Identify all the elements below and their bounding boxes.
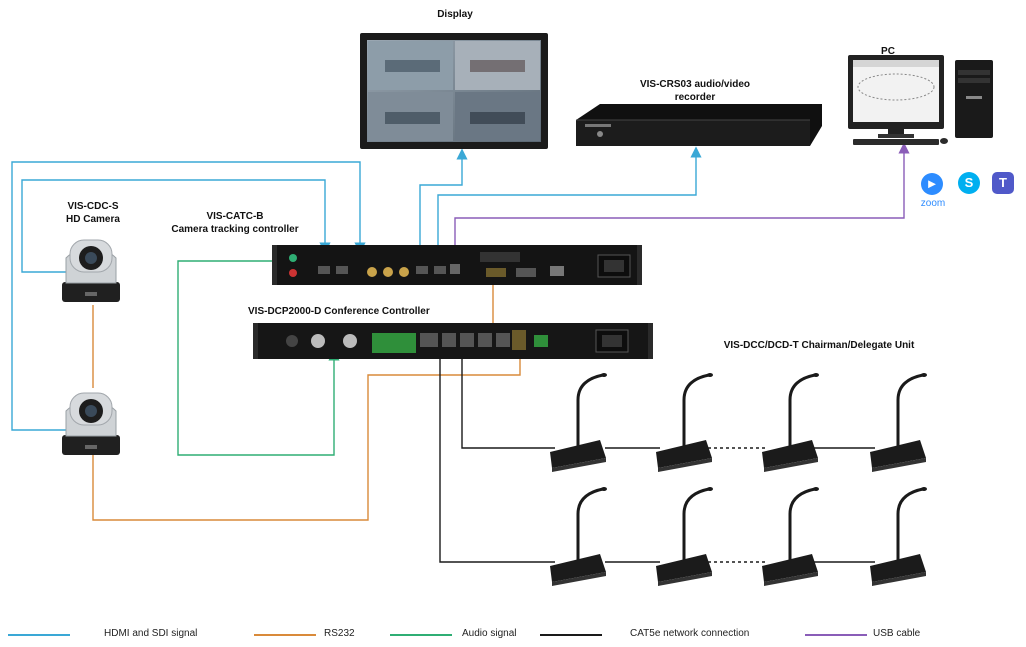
recorder-label-line2: recorder	[674, 92, 716, 103]
legend-swatch-hdmi	[8, 634, 70, 636]
camera-label-line1: VIS-CDC-S	[67, 201, 119, 212]
conference-controller-device	[253, 323, 653, 359]
zoom-text: zoom	[920, 198, 946, 209]
delegate-unit	[762, 373, 819, 472]
legend-swatch-audio	[390, 634, 452, 636]
audio-lines	[177, 260, 340, 456]
legend-label-rs232: RS232	[324, 628, 355, 639]
display-monitor	[360, 33, 548, 149]
delegate-unit	[550, 487, 607, 586]
delegate-unit	[656, 487, 713, 586]
teams-icon: T	[992, 172, 1014, 194]
legend-label-hdmi: HDMI and SDI signal	[104, 628, 198, 639]
delegate-unit	[870, 487, 927, 586]
delegate-unit	[550, 373, 607, 472]
legend-label-usb: USB cable	[873, 628, 921, 639]
units-label: VIS-DCC/DCD-T Chairman/Delegate Unit	[723, 340, 915, 351]
pc-label: PC	[881, 46, 895, 57]
ptz-camera-top	[62, 239, 120, 302]
legend-swatch-cat5e	[540, 634, 602, 636]
recorder-label: VIS-CRS03 audio/video recorder	[600, 78, 790, 104]
legend-label-audio: Audio signal	[462, 628, 517, 639]
legend-label-cat5e: CAT5e network connection	[630, 628, 750, 639]
delegate-unit	[656, 373, 713, 472]
recorder-device	[576, 104, 822, 146]
legend-swatch-usb	[805, 634, 867, 636]
conference-label: VIS-DCP2000-D Conference Controller	[248, 306, 430, 317]
recorder-label-line1: VIS-CRS03 audio/video	[639, 79, 751, 90]
delegate-unit	[762, 487, 819, 586]
hdmi-sdi-lines	[11, 146, 702, 431]
cat5e-lines	[439, 345, 875, 563]
tracker-label: VIS-CATC-B Camera tracking controller	[150, 210, 320, 236]
usb-line	[454, 142, 910, 250]
pc-computer	[848, 55, 993, 145]
ptz-camera-bottom	[62, 392, 120, 455]
camera-label-line2: HD Camera	[66, 214, 120, 225]
delegate-unit	[870, 373, 927, 472]
rs232-lines	[92, 285, 521, 521]
camera-label: VIS-CDC-S HD Camera	[38, 200, 148, 226]
display-label: Display	[437, 9, 473, 20]
tracker-label-line2: Camera tracking controller	[171, 224, 299, 235]
zoom-icon: ►	[921, 173, 943, 195]
tracker-label-line1: VIS-CATC-B	[206, 211, 264, 222]
skype-icon: S	[958, 172, 980, 194]
tracking-controller-device	[272, 245, 642, 285]
legend-swatch-rs232	[254, 634, 316, 636]
